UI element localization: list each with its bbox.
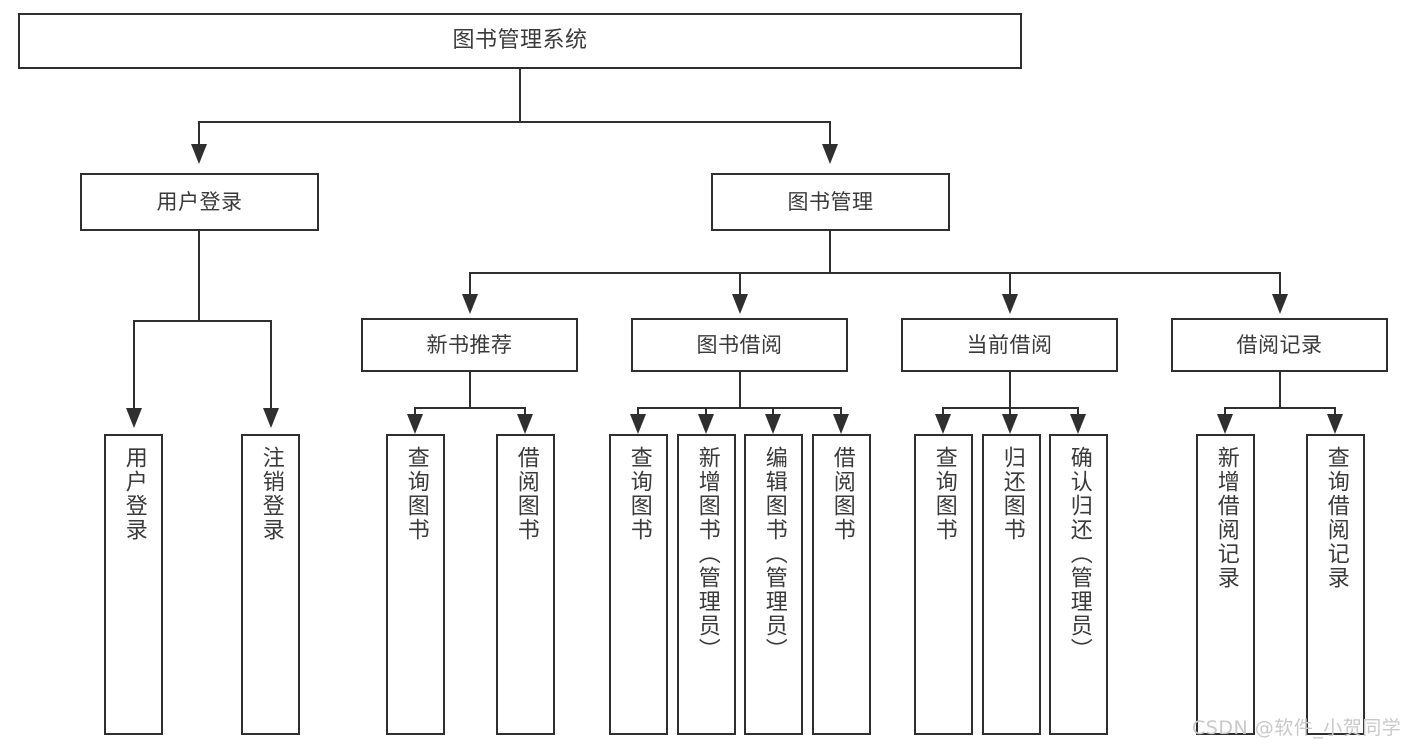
- leaf-current-confirm-return[interactable]: 确认归还（管理员）: [1049, 434, 1108, 735]
- arrowhead-book-mgmt-4: [1272, 294, 1288, 314]
- connector-record-bar: [1224, 407, 1336, 409]
- leaf-label: 查询图书: [403, 446, 429, 542]
- node-label: 当前借阅: [966, 332, 1053, 357]
- arrowhead-current-3: [1070, 414, 1086, 434]
- leaf-borrow-edit-book[interactable]: 编辑图书（管理员）: [744, 434, 803, 735]
- connector-user-login-stem: [198, 231, 200, 321]
- leaf-label: 新增借阅记录: [1213, 446, 1239, 590]
- node-current-borrow[interactable]: 当前借阅: [901, 318, 1118, 372]
- node-root-system[interactable]: 图书管理系统: [18, 13, 1022, 69]
- leaf-borrow-borrow-book[interactable]: 借阅图书: [812, 434, 871, 735]
- leaf-label: 查询图书: [931, 446, 957, 542]
- leaf-label: 查询借阅记录: [1323, 446, 1349, 590]
- connector-book-mgmt-drop-2: [739, 272, 741, 296]
- csdn-watermark: CSDN @软件_小贺同学: [1192, 717, 1402, 739]
- connector-current-drop-3: [1077, 407, 1079, 419]
- connector-borrow-drop-4: [840, 407, 842, 419]
- leaf-label: 用户登录: [121, 446, 147, 542]
- arrowhead-recommend-2: [517, 414, 533, 434]
- node-book-borrow[interactable]: 图书借阅: [631, 318, 848, 372]
- node-label: 图书借阅: [696, 332, 783, 357]
- leaf-label: 查询图书: [626, 446, 652, 542]
- leaf-recommend-query-book[interactable]: 查询图书: [386, 434, 445, 735]
- connector-current-drop-1: [942, 407, 944, 419]
- node-label: 新书推荐: [426, 332, 513, 357]
- connector-record-drop-2: [1334, 407, 1336, 419]
- leaf-label: 注销登录: [258, 446, 284, 542]
- connector-recommend-bar: [414, 407, 526, 409]
- leaf-label: 新增图书（管理员）: [694, 446, 720, 662]
- leaf-logout[interactable]: 注销登录: [241, 434, 300, 735]
- leaf-label: 编辑图书（管理员）: [761, 446, 787, 662]
- arrowhead-record-1: [1217, 414, 1233, 434]
- arrowhead-current-1: [935, 414, 951, 434]
- arrowhead-user-login-1: [126, 408, 142, 428]
- leaf-borrow-add-book[interactable]: 新增图书（管理员）: [677, 434, 736, 735]
- arrowhead-root-2: [822, 144, 838, 164]
- connector-book-mgmt-drop-1: [469, 272, 471, 296]
- leaf-record-query-record[interactable]: 查询借阅记录: [1306, 434, 1365, 735]
- arrowhead-borrow-3: [765, 414, 781, 434]
- arrowhead-user-login-2: [263, 408, 279, 428]
- connector-recommend-drop-1: [414, 407, 416, 419]
- leaf-current-query-book[interactable]: 查询图书: [914, 434, 973, 735]
- arrowhead-borrow-4: [833, 414, 849, 434]
- connector-borrow-stem: [739, 372, 741, 408]
- node-book-management[interactable]: 图书管理: [711, 173, 950, 231]
- node-borrow-record[interactable]: 借阅记录: [1171, 318, 1388, 372]
- connector-root-drop-2: [829, 121, 831, 146]
- connector-borrow-drop-3: [772, 407, 774, 419]
- leaf-label: 确认归还（管理员）: [1066, 446, 1092, 662]
- connector-borrow-drop-2: [705, 407, 707, 419]
- connector-user-login-drop-1: [133, 320, 135, 410]
- leaf-record-add-record[interactable]: 新增借阅记录: [1196, 434, 1255, 735]
- connector-record-stem: [1279, 372, 1281, 408]
- connector-root-stem: [519, 69, 521, 122]
- arrowhead-current-2: [1002, 414, 1018, 434]
- node-label: 借阅记录: [1236, 332, 1323, 357]
- connector-current-drop-2: [1009, 407, 1011, 419]
- leaf-label: 借阅图书: [829, 446, 855, 542]
- arrowhead-book-mgmt-2: [732, 294, 748, 314]
- arrowhead-borrow-2: [698, 414, 714, 434]
- leaf-borrow-query-book[interactable]: 查询图书: [609, 434, 668, 735]
- arrowhead-book-mgmt-3: [1002, 294, 1018, 314]
- leaf-current-return-book[interactable]: 归还图书: [982, 434, 1041, 735]
- connector-record-drop-1: [1224, 407, 1226, 419]
- connector-borrow-drop-1: [637, 407, 639, 419]
- node-new-book-recommend[interactable]: 新书推荐: [361, 318, 578, 372]
- node-label: 图书管理系统: [452, 28, 588, 54]
- connector-user-login-drop-2: [270, 320, 272, 410]
- leaf-label: 归还图书: [999, 446, 1025, 542]
- node-label: 图书管理: [787, 189, 874, 214]
- connector-recommend-stem: [469, 372, 471, 408]
- node-label: 用户登录: [156, 189, 243, 214]
- connector-borrow-bar: [637, 407, 842, 409]
- connector-recommend-drop-2: [524, 407, 526, 419]
- arrowhead-borrow-1: [630, 414, 646, 434]
- leaf-user-login[interactable]: 用户登录: [104, 434, 163, 735]
- connector-book-mgmt-stem: [829, 231, 831, 273]
- connector-root-bar: [198, 121, 831, 123]
- arrowhead-book-mgmt-1: [462, 294, 478, 314]
- connector-book-mgmt-bar: [469, 272, 1281, 274]
- leaf-recommend-borrow-book[interactable]: 借阅图书: [496, 434, 555, 735]
- arrowhead-root-1: [191, 144, 207, 164]
- connector-user-login-bar: [133, 320, 272, 322]
- connector-book-mgmt-drop-3: [1009, 272, 1011, 296]
- leaf-label: 借阅图书: [513, 446, 539, 542]
- connector-root-drop-1: [198, 121, 200, 146]
- arrowhead-record-2: [1327, 414, 1343, 434]
- node-user-login[interactable]: 用户登录: [80, 173, 319, 231]
- connector-book-mgmt-drop-4: [1279, 272, 1281, 296]
- arrowhead-recommend-1: [407, 414, 423, 434]
- connector-current-stem: [1009, 372, 1011, 408]
